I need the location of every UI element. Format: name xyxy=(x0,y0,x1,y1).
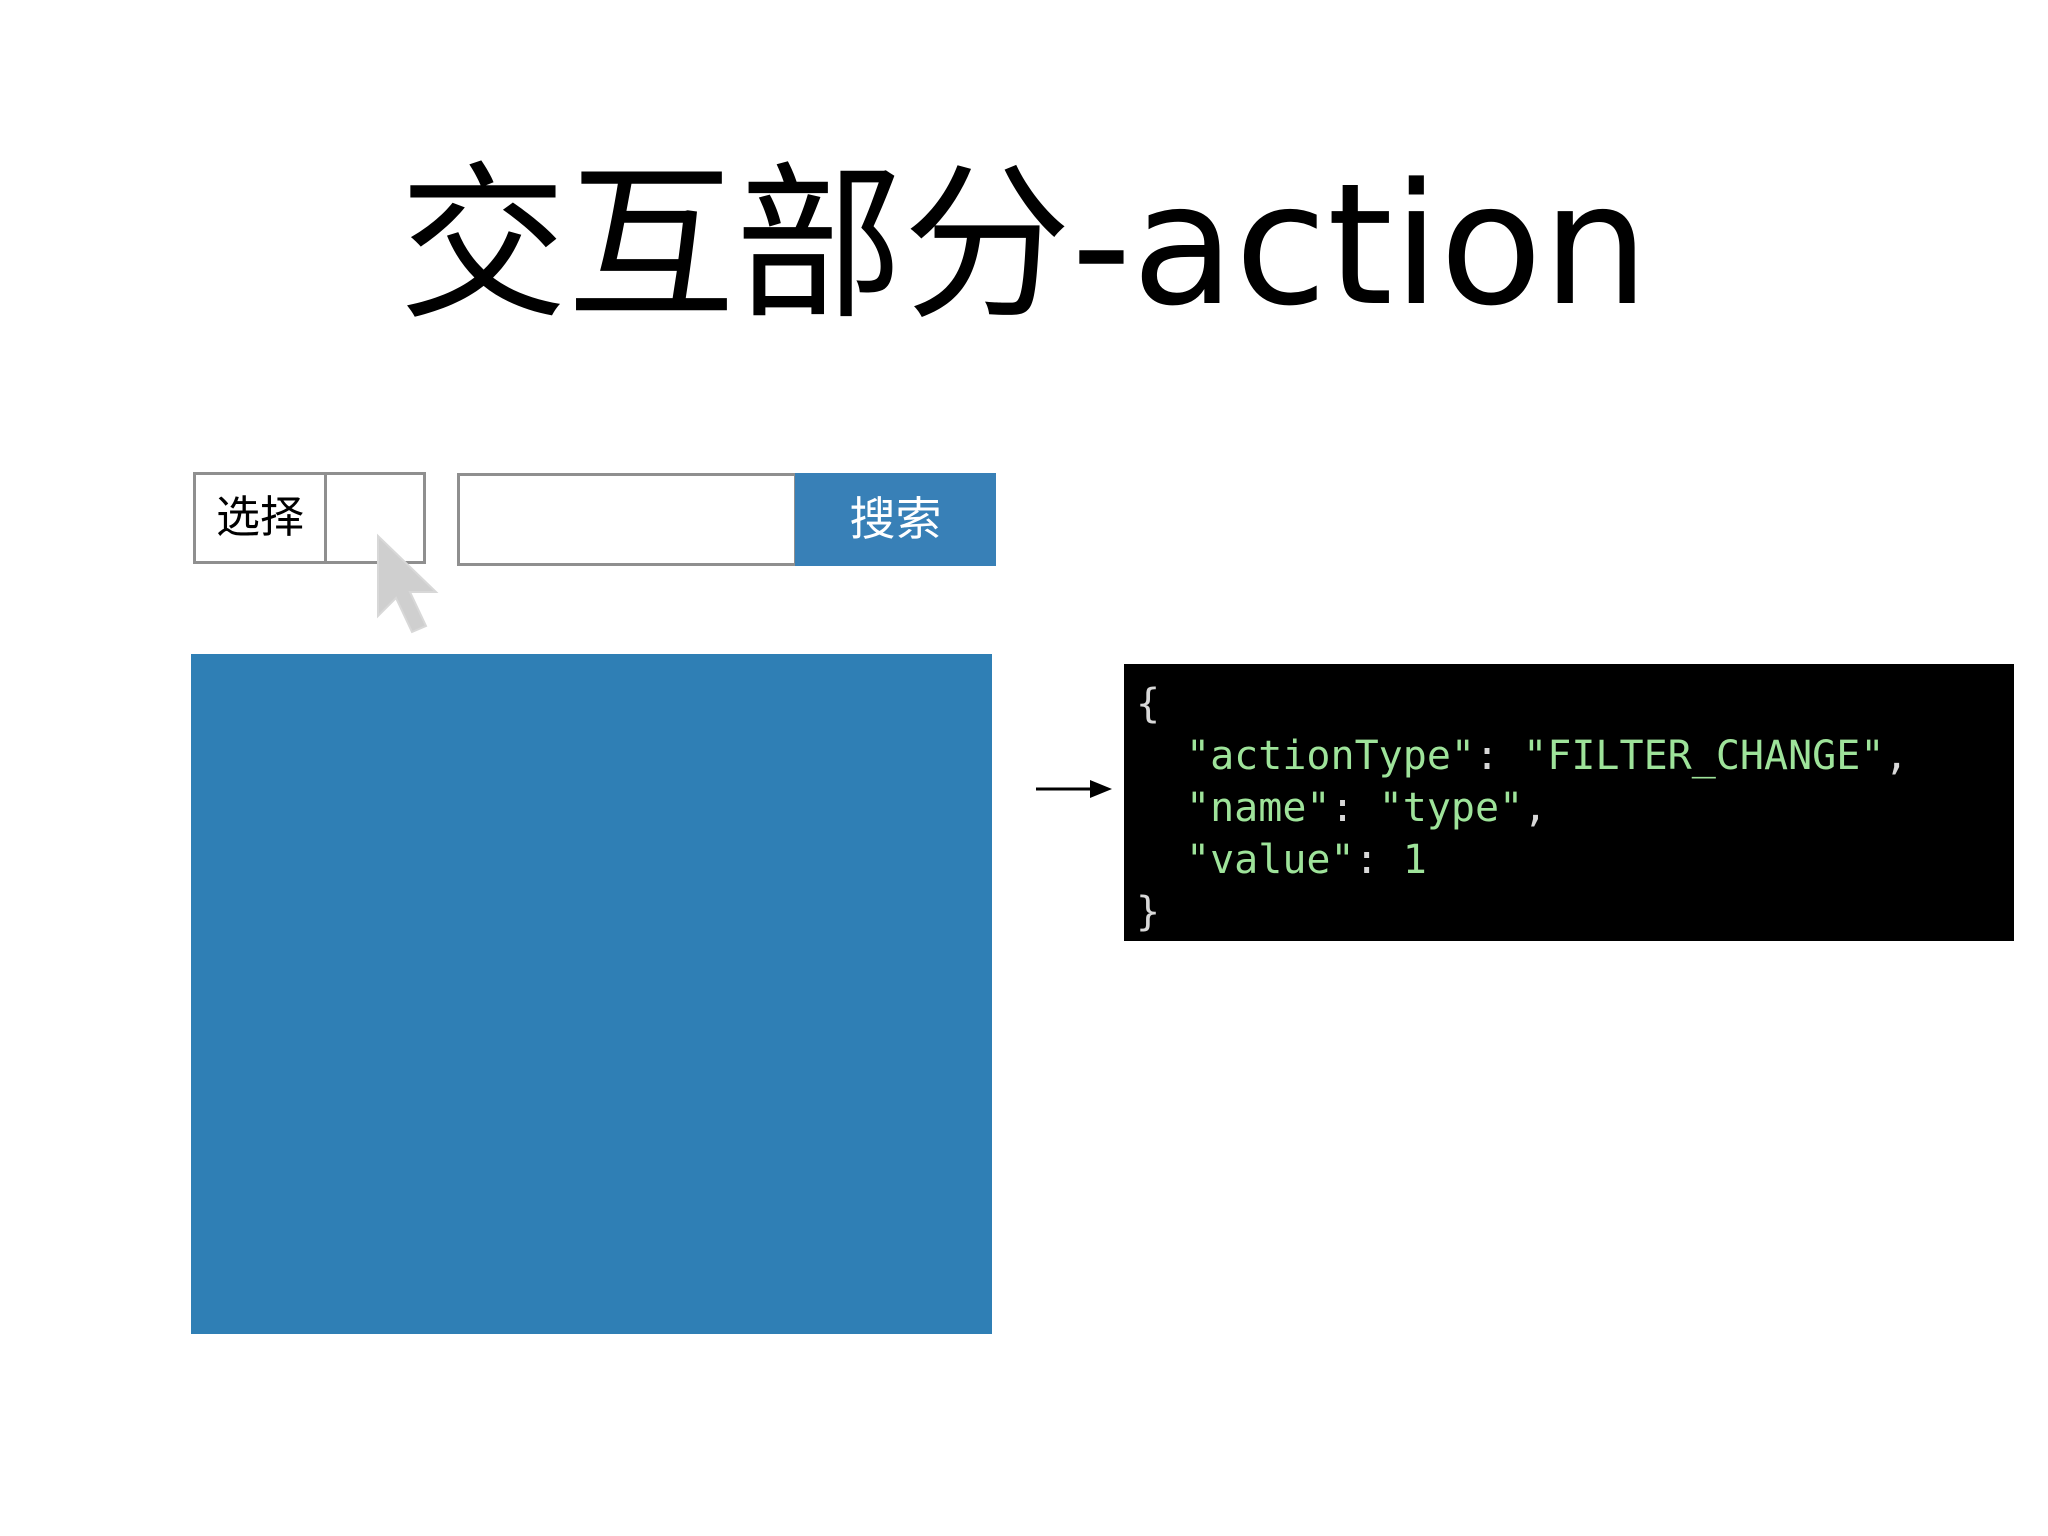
code-colon: : xyxy=(1330,785,1355,831)
code-value: "FILTER_CHANGE" xyxy=(1523,733,1885,779)
code-key: "actionType" xyxy=(1186,733,1475,779)
code-comma: , xyxy=(1884,733,1909,779)
content-panel xyxy=(191,654,992,1334)
code-line: "name": "type", xyxy=(1136,782,2014,834)
code-colon: : xyxy=(1474,733,1500,779)
code-block: { "actionType": "FILTER_CHANGE", "name":… xyxy=(1124,664,2014,941)
code-comma: , xyxy=(1523,785,1548,831)
code-key: "name" xyxy=(1186,785,1331,831)
code-value: 1 xyxy=(1402,837,1427,883)
code-colon: : xyxy=(1354,837,1379,883)
select-label: 选择 xyxy=(196,475,327,561)
search-button[interactable]: 搜索 xyxy=(795,473,996,566)
mouse-pointer-icon xyxy=(377,533,439,634)
slide-title: 交互部分-action xyxy=(399,147,1649,343)
code-line: "actionType": "FILTER_CHANGE", xyxy=(1136,730,2014,782)
select-dropdown[interactable]: 选择 xyxy=(193,472,426,564)
code-line: "value": 1 xyxy=(1136,834,2014,886)
code-key: "value" xyxy=(1186,837,1355,883)
arrow-right-icon xyxy=(1036,780,1112,798)
code-close-brace: } xyxy=(1136,889,1161,935)
code-open-brace: { xyxy=(1136,681,1161,727)
code-value: "type" xyxy=(1378,785,1524,831)
search-input[interactable] xyxy=(457,473,797,566)
